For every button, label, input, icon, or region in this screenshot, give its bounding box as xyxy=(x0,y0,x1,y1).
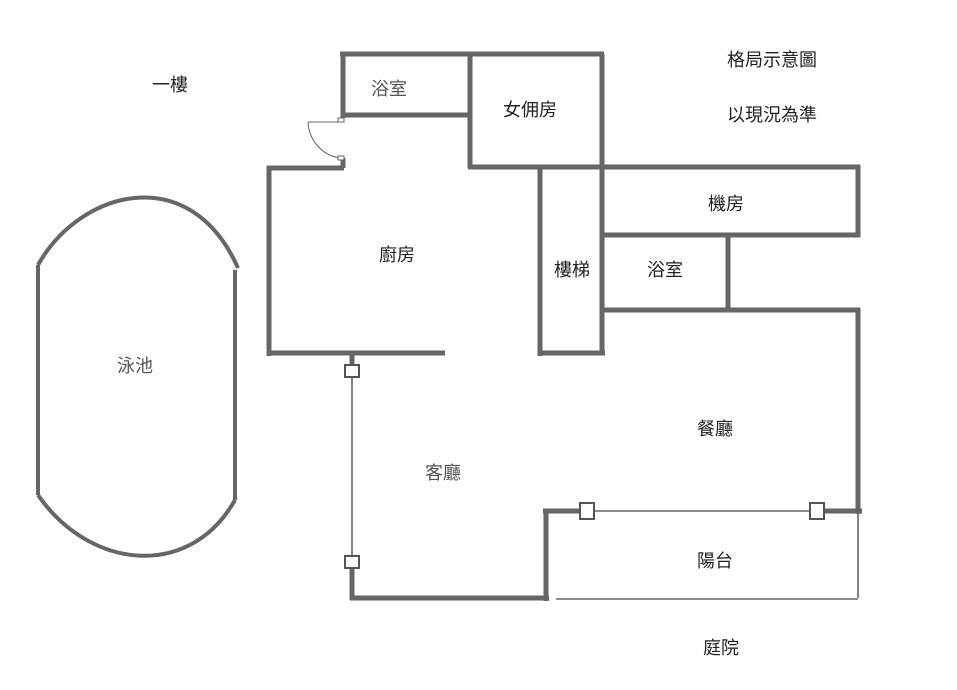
note-layout: 格局示意圖 xyxy=(727,50,817,71)
room-machine: 機房 xyxy=(708,194,744,215)
window-marker xyxy=(579,502,595,520)
room-bathroom-upper: 浴室 xyxy=(371,79,407,100)
door xyxy=(307,117,345,161)
floor-label: 一樓 xyxy=(152,75,188,96)
windows xyxy=(344,364,859,600)
window-marker xyxy=(809,502,825,520)
room-living: 客廳 xyxy=(425,463,461,484)
window-marker xyxy=(344,555,360,569)
room-courtyard: 庭院 xyxy=(703,638,739,659)
window-marker xyxy=(344,364,360,378)
room-pool: 泳池 xyxy=(117,356,153,377)
note-current: 以現況為準 xyxy=(727,105,817,126)
room-stairs: 樓梯 xyxy=(554,260,590,281)
room-balcony: 陽台 xyxy=(697,551,733,572)
room-maid: 女佣房 xyxy=(503,100,557,121)
pool-outline xyxy=(36,195,240,558)
room-bathroom-lower: 浴室 xyxy=(647,260,683,281)
walls xyxy=(266,51,862,601)
room-dining: 餐廳 xyxy=(697,419,733,440)
room-kitchen: 廚房 xyxy=(379,244,415,266)
